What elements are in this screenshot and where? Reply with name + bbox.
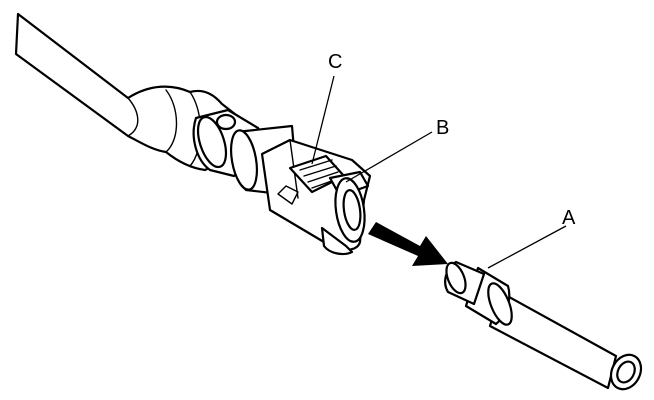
callout-label-b: B: [436, 117, 449, 139]
leader-line-c: [311, 75, 335, 165]
leader-line-b: [345, 131, 433, 183]
quick-connector: [260, 138, 372, 256]
leader-lines: [311, 75, 567, 269]
leader-line-a: [487, 225, 567, 269]
callout-label-a: A: [562, 207, 576, 229]
right-pipe: [444, 260, 643, 391]
arrow-icon: [368, 222, 448, 266]
callout-label-c: C: [328, 51, 342, 73]
